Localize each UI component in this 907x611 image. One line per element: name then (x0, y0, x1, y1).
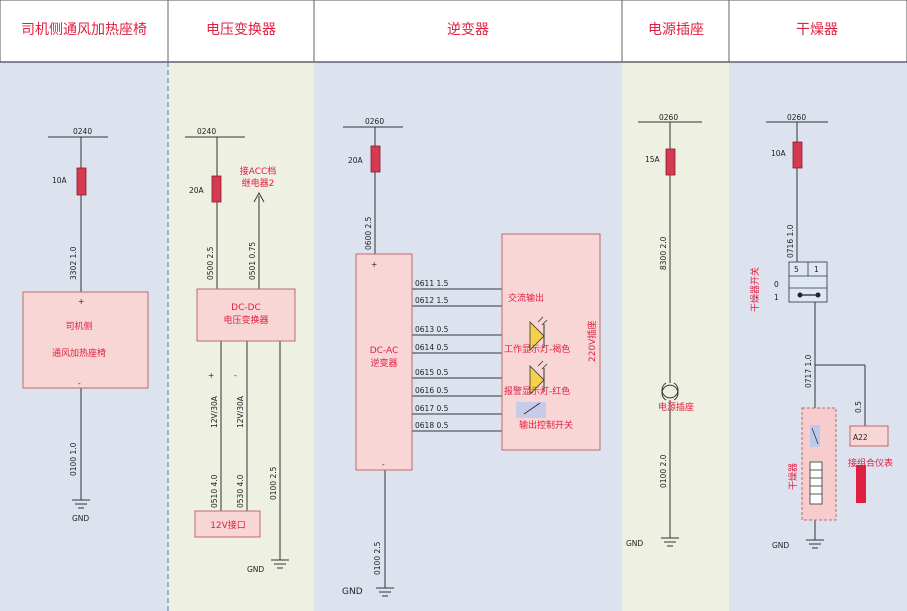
dcdc-wire-o1: 0510 4.0 (210, 474, 219, 508)
dryer-sw-1: 1 (814, 265, 819, 274)
socket-220v-label: 220V插座 (586, 321, 598, 362)
socket-bus-label: 0260 (659, 113, 678, 122)
dryer-heater (809, 461, 823, 505)
socket-wire-top: 8300 2.0 (659, 236, 668, 270)
seat-gnd: GND (72, 514, 89, 523)
seat-circuit (48, 136, 108, 509)
seat-minus: - (78, 379, 81, 388)
switch-label: 输出控制开关 (519, 419, 573, 431)
wire-0615: 0615 0.5 (415, 368, 449, 377)
header-socket: 电源插座 (648, 22, 704, 38)
inverter-wire-in: 0600 2.5 (364, 216, 373, 250)
dcdc-plus: + (208, 371, 214, 380)
dryer-fuse-label: 10A (771, 149, 787, 158)
ac-output-label: 交流输出 (508, 292, 544, 304)
socket-wire-bottom: 0100 2.0 (659, 454, 668, 488)
inverter-wire-g: 0100 2.5 (373, 541, 382, 575)
dryer-wire-a22: 0.5 (854, 401, 863, 413)
inverter-plus: + (371, 260, 377, 269)
work-lamp (529, 316, 548, 351)
seat-fuse (76, 167, 87, 196)
dryer-switch-label: 干燥器开关 (749, 267, 761, 312)
band-socket (622, 0, 729, 611)
dryer-wire-top: 0716 1.0 (786, 224, 795, 258)
dryer-sw-5: 5 (794, 265, 799, 274)
inverter-minus: - (382, 460, 385, 469)
dryer-wire-mid: 0717 1.0 (804, 354, 813, 388)
wire-0617: 0617 0.5 (415, 404, 449, 413)
header-seat: 司机侧通风加热座椅 (21, 22, 147, 38)
dcdc-acc-line2: 继电器2 (242, 177, 275, 189)
header-bar (0, 0, 907, 63)
seat-fuse-label: 10A (52, 176, 68, 185)
seat-wire-top: 3302 1.0 (69, 246, 78, 280)
dcdc-box (196, 288, 296, 342)
dryer-sw-0: 0 (774, 280, 779, 289)
dcdc-bus-label: 0240 (197, 127, 216, 136)
header-dryer: 干燥器 (796, 22, 838, 38)
wire-0613: 0613 0.5 (415, 325, 449, 334)
dcdc-wire-g: 0100 2.5 (269, 466, 278, 500)
dcdc-12v-port (194, 510, 261, 538)
wire-0618: 0618 0.5 (415, 421, 449, 430)
seat-wire-bottom: 0100 1.0 (69, 442, 78, 476)
socket-label: 电源插座 (658, 401, 694, 413)
socket-fuse-label: 15A (645, 155, 661, 164)
seat-box-line1: 司机侧 (65, 320, 92, 332)
dcdc-wire-o2: 0530 4.0 (236, 474, 245, 508)
dcdc-acc-line1: 接ACC档 (240, 165, 277, 177)
dcdc-wire-acc: 0501 0.75 (248, 242, 257, 280)
meter-connector (856, 465, 866, 503)
output-control-switch (516, 402, 546, 418)
socket-gnd: GND (626, 539, 643, 548)
alarm-lamp-label: 报警显示灯-红色 (504, 385, 570, 397)
inverter-gnd: GND (342, 587, 363, 597)
inverter-box-line2: 逆变器 (370, 357, 397, 369)
inverter-fuse-label: 20A (348, 156, 364, 165)
dryer-bus-label: 0260 (787, 113, 806, 122)
dcdc-fuse (211, 175, 222, 203)
dryer-fuse (792, 141, 803, 169)
dcdc-minus: - (234, 371, 237, 380)
inverter-fuse (370, 145, 381, 173)
inverter-bus-label: 0260 (365, 117, 384, 126)
seat-bus-label: 0240 (73, 127, 92, 136)
dcdc-gnd: GND (247, 565, 264, 574)
seat-plus: + (78, 297, 84, 306)
dryer-switch (788, 261, 828, 303)
dryer-sw-1b: 1 (774, 293, 779, 302)
dcdc-out-a: 12V/30A (210, 395, 219, 428)
seat-box (22, 291, 149, 389)
dcdc-port-label: 12V接口 (210, 519, 246, 531)
wire-0611: 0611 1.5 (415, 279, 449, 288)
inverter-box (355, 253, 413, 471)
dryer-gnd: GND (772, 541, 789, 550)
inverter-box-line1: DC-AC (370, 346, 399, 356)
wire-0614: 0614 0.5 (415, 343, 449, 352)
dcdc-out-b: 12V/30A (236, 395, 245, 428)
header-inverter: 逆变器 (447, 22, 489, 38)
dcdc-circuit (185, 136, 289, 569)
dryer-label: 干燥器 (788, 463, 799, 490)
seat-box-line2: 通风加热座椅 (52, 347, 106, 359)
header-dcdc: 电压变换器 (206, 21, 276, 38)
meter-label: 接组合仪表 (848, 457, 893, 469)
wire-0612: 0612 1.5 (415, 296, 449, 305)
socket-fuse (665, 148, 676, 176)
a22-box (849, 425, 889, 447)
alarm-lamp (529, 360, 548, 395)
dcdc-wire-in: 0500 2.5 (206, 246, 215, 280)
a22-label: A22 (853, 433, 868, 442)
dcdc-box-line2: 电压变换器 (223, 314, 268, 326)
dcdc-box-line1: DC-DC (231, 303, 261, 313)
work-lamp-label: 工作显示灯-褐色 (504, 343, 570, 355)
dcdc-fuse-label: 20A (189, 186, 205, 195)
wire-0616: 0616 0.5 (415, 386, 449, 395)
